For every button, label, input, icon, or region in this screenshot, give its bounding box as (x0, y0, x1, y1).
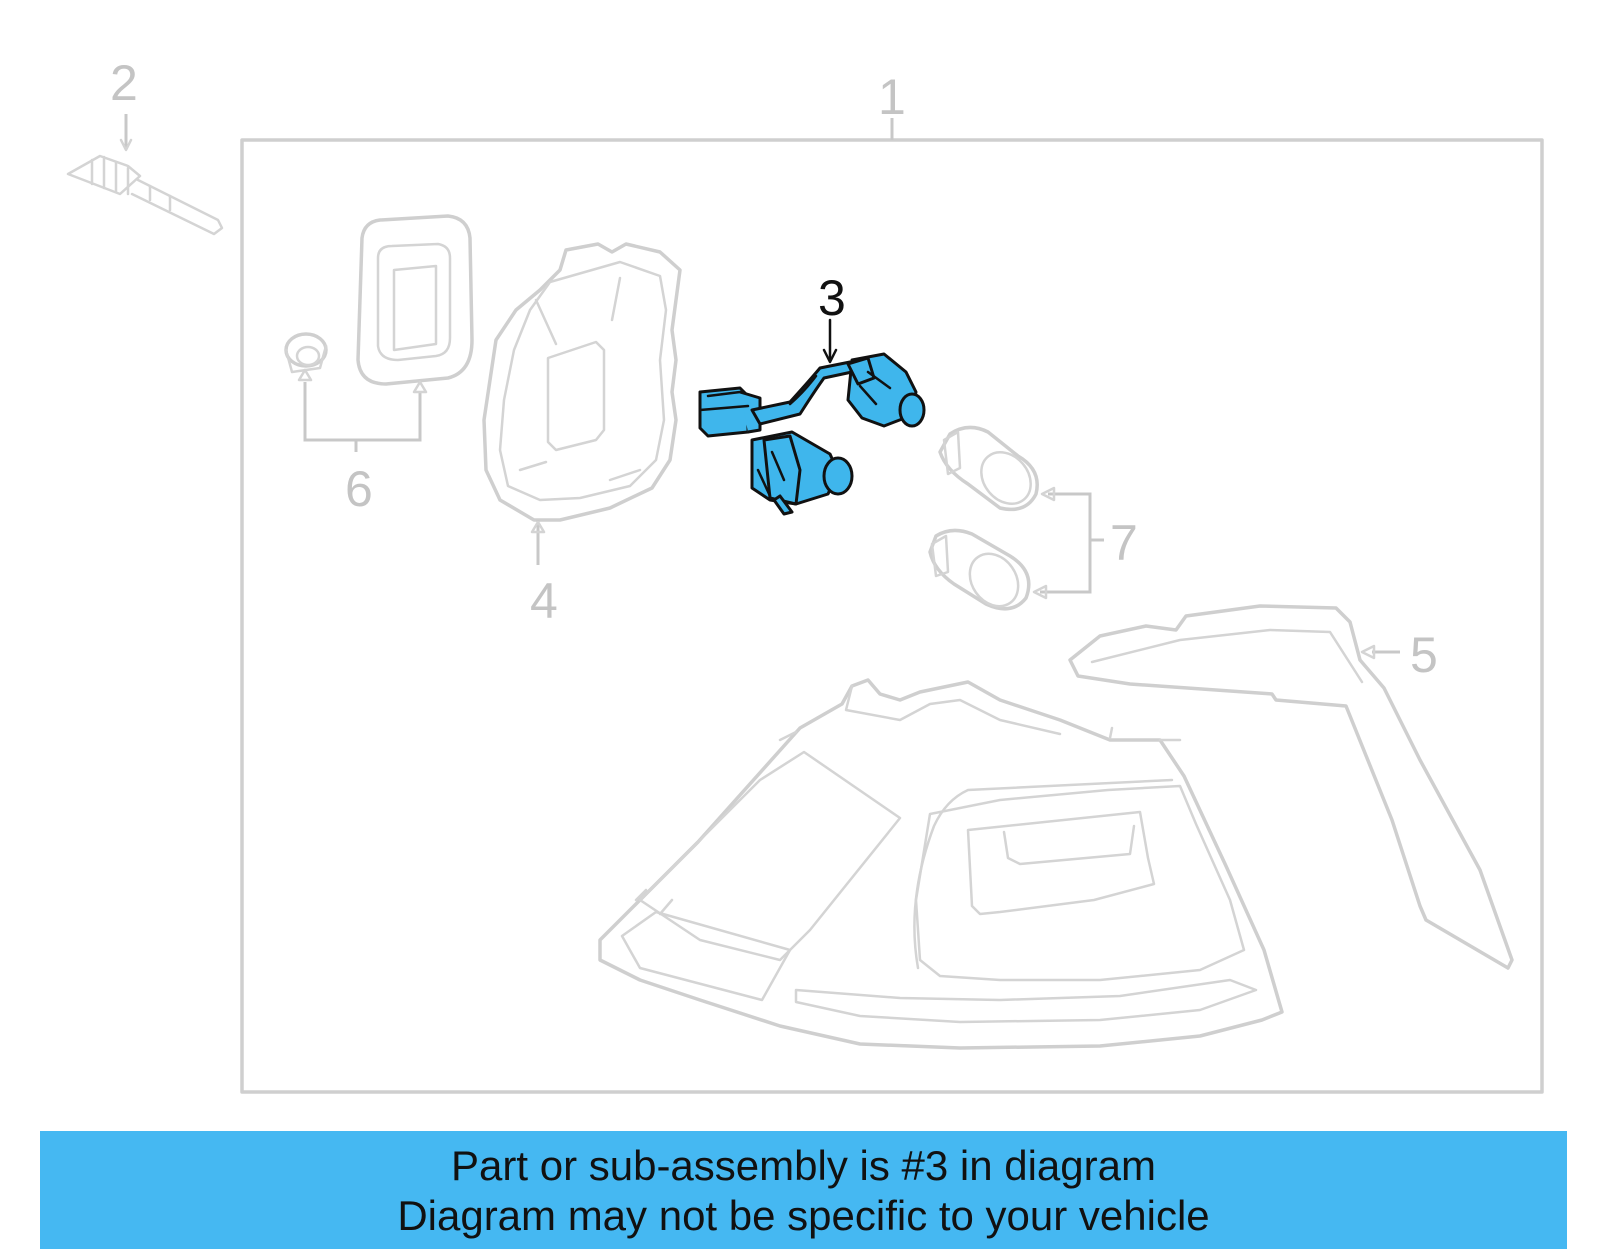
banner-line-2: Diagram may not be specific to your vehi… (397, 1192, 1210, 1239)
banner-line-1: Part or sub-assembly is #3 in diagram (451, 1142, 1156, 1189)
part-6-gasket (284, 214, 474, 452)
part-4-bulb-carrier (482, 242, 682, 565)
callout-5[interactable]: 5 (1410, 627, 1438, 683)
callout-4[interactable]: 4 (530, 573, 558, 629)
part-1-tail-lamp (598, 678, 1284, 1050)
part-7-bulbs (928, 425, 1104, 611)
callout-6[interactable]: 6 (345, 461, 373, 517)
part-5-trim-panel (1068, 604, 1514, 970)
callout-2[interactable]: 2 (110, 55, 138, 111)
part-2-screw (66, 114, 224, 236)
callout-3[interactable]: 3 (818, 270, 846, 326)
part-3-wiring-harness[interactable] (698, 318, 926, 516)
callout-1[interactable]: 1 (878, 69, 906, 125)
callout-7[interactable]: 7 (1110, 515, 1138, 571)
disclaimer-banner: Part or sub-assembly is #3 in diagram Di… (40, 1131, 1567, 1249)
